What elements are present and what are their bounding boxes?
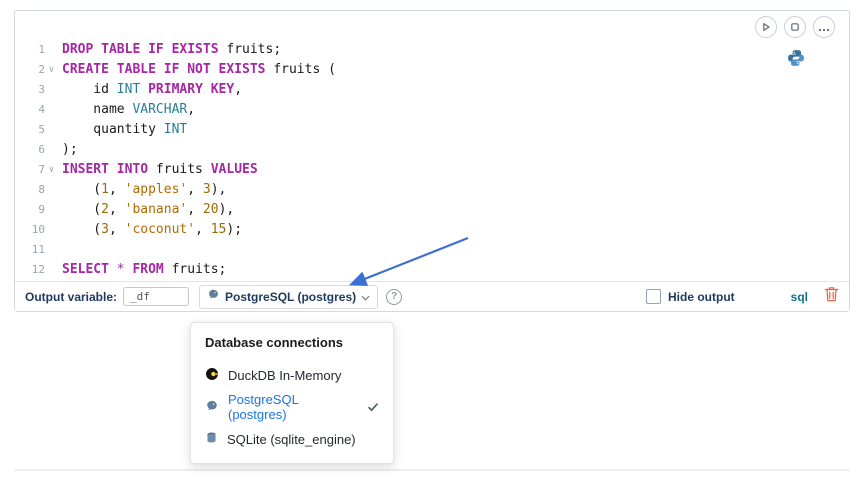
code-line[interactable]: ); bbox=[62, 142, 78, 157]
fold-gutter-spacer bbox=[45, 80, 58, 100]
sqlite-icon bbox=[205, 431, 218, 447]
code-line-row: 12 SELECT * FROM fruits; bbox=[15, 260, 849, 280]
hide-output-checkbox[interactable] bbox=[646, 289, 661, 304]
fold-chevron-icon[interactable]: ∨ bbox=[48, 165, 55, 175]
code-line-row: 8 (1, 'apples', 3), bbox=[15, 180, 849, 200]
code-line-row: 1 DROP TABLE IF EXISTS fruits; bbox=[15, 40, 849, 60]
fold-gutter-spacer bbox=[45, 40, 58, 60]
code-line-row: 4 name VARCHAR, bbox=[15, 100, 849, 120]
trash-icon bbox=[824, 286, 839, 307]
output-variable-input[interactable] bbox=[123, 287, 190, 306]
help-icon[interactable]: ? bbox=[386, 288, 403, 305]
line-number: 7 bbox=[38, 163, 45, 176]
line-number: 8 bbox=[38, 183, 45, 196]
hide-output-label[interactable]: Hide output bbox=[668, 289, 735, 304]
line-number: 2 bbox=[38, 63, 45, 76]
postgresql-icon bbox=[207, 288, 220, 306]
fold-gutter-spacer bbox=[45, 140, 58, 160]
menu-title: Database connections bbox=[205, 335, 343, 350]
code-line-row: 7∨ INSERT INTO fruits VALUES bbox=[15, 160, 849, 180]
connection-selector-label: PostgreSQL (postgres) bbox=[225, 289, 357, 304]
line-number: 6 bbox=[38, 143, 45, 156]
code-line-row: 3 id INT PRIMARY KEY, bbox=[15, 80, 849, 100]
code-line[interactable]: id INT PRIMARY KEY, bbox=[62, 82, 243, 97]
fold-gutter-spacer bbox=[45, 220, 58, 240]
code-line-row: 10 (3, 'coconut', 15); bbox=[15, 220, 849, 240]
code-line[interactable]: name VARCHAR, bbox=[62, 102, 196, 117]
menu-item-label: SQLite (sqlite_engine) bbox=[227, 431, 356, 447]
more-actions-button[interactable] bbox=[813, 16, 835, 38]
code-line[interactable]: SELECT * FROM fruits; bbox=[62, 262, 227, 277]
duckdb-icon bbox=[205, 367, 219, 384]
line-number: 11 bbox=[31, 243, 45, 256]
code-line[interactable]: (3, 'coconut', 15); bbox=[62, 222, 243, 237]
menu-item-label: PostgreSQL (postgres) bbox=[228, 392, 299, 422]
fold-gutter-spacer bbox=[45, 260, 58, 280]
ellipsis-icon bbox=[818, 20, 830, 35]
code-line-row: 2∨ CREATE TABLE IF NOT EXISTS fruits ( bbox=[15, 60, 849, 80]
line-number: 1 bbox=[38, 43, 45, 56]
code-line-row: 5 quantity INT bbox=[15, 120, 849, 140]
menu-item-duckdb[interactable]: DuckDB In-Memory bbox=[191, 359, 393, 391]
code-line[interactable]: CREATE TABLE IF NOT EXISTS fruits ( bbox=[62, 62, 336, 77]
line-number: 12 bbox=[31, 263, 45, 276]
output-variable-label: Output variable: bbox=[25, 289, 118, 304]
code-line[interactable]: (2, 'banana', 20), bbox=[62, 202, 235, 217]
fold-gutter-spacer bbox=[45, 200, 58, 220]
fold-gutter-spacer bbox=[45, 100, 58, 120]
code-line[interactable]: INSERT INTO fruits VALUES bbox=[62, 162, 258, 177]
line-number: 5 bbox=[38, 123, 45, 136]
line-number: 4 bbox=[38, 103, 45, 116]
line-number: 3 bbox=[38, 83, 45, 96]
connection-selector[interactable]: PostgreSQL (postgres) bbox=[199, 284, 379, 309]
delete-cell-button[interactable] bbox=[824, 286, 839, 307]
postgresql-icon bbox=[205, 399, 219, 416]
code-line[interactable]: DROP TABLE IF EXISTS fruits; bbox=[62, 42, 282, 57]
chevron-down-icon bbox=[361, 288, 370, 306]
fold-gutter-spacer bbox=[45, 240, 58, 260]
code-line-row: 9 (2, 'banana', 20), bbox=[15, 200, 849, 220]
run-button[interactable] bbox=[755, 16, 777, 38]
check-icon bbox=[367, 402, 379, 412]
database-connections-menu: Database connections DuckDB In-Memory Po… bbox=[190, 322, 394, 464]
code-line[interactable]: quantity INT bbox=[62, 122, 188, 137]
play-icon bbox=[761, 20, 771, 35]
interrupt-button[interactable] bbox=[784, 16, 806, 38]
code-line-row: 11 bbox=[15, 240, 849, 260]
stop-icon bbox=[790, 20, 800, 35]
cell-footer: Output variable: PostgreSQL (postgres) ?… bbox=[15, 281, 849, 311]
fold-chevron-icon[interactable]: ∨ bbox=[48, 65, 55, 75]
line-number: 9 bbox=[38, 203, 45, 216]
fold-gutter-spacer bbox=[45, 180, 58, 200]
language-badge[interactable]: sql bbox=[790, 289, 808, 304]
fold-gutter-spacer bbox=[45, 120, 58, 140]
python-icon bbox=[787, 49, 805, 67]
menu-item-postgresql[interactable]: PostgreSQL (postgres) bbox=[191, 391, 393, 423]
cell-toolbar bbox=[755, 16, 835, 38]
code-line-row: 6); bbox=[15, 140, 849, 160]
next-cell-divider bbox=[14, 469, 850, 471]
menu-item-sqlite[interactable]: SQLite (sqlite_engine) bbox=[191, 423, 393, 455]
line-number: 10 bbox=[31, 223, 45, 236]
menu-item-label: DuckDB In-Memory bbox=[228, 367, 342, 383]
code-line[interactable]: (1, 'apples', 3), bbox=[62, 182, 227, 197]
